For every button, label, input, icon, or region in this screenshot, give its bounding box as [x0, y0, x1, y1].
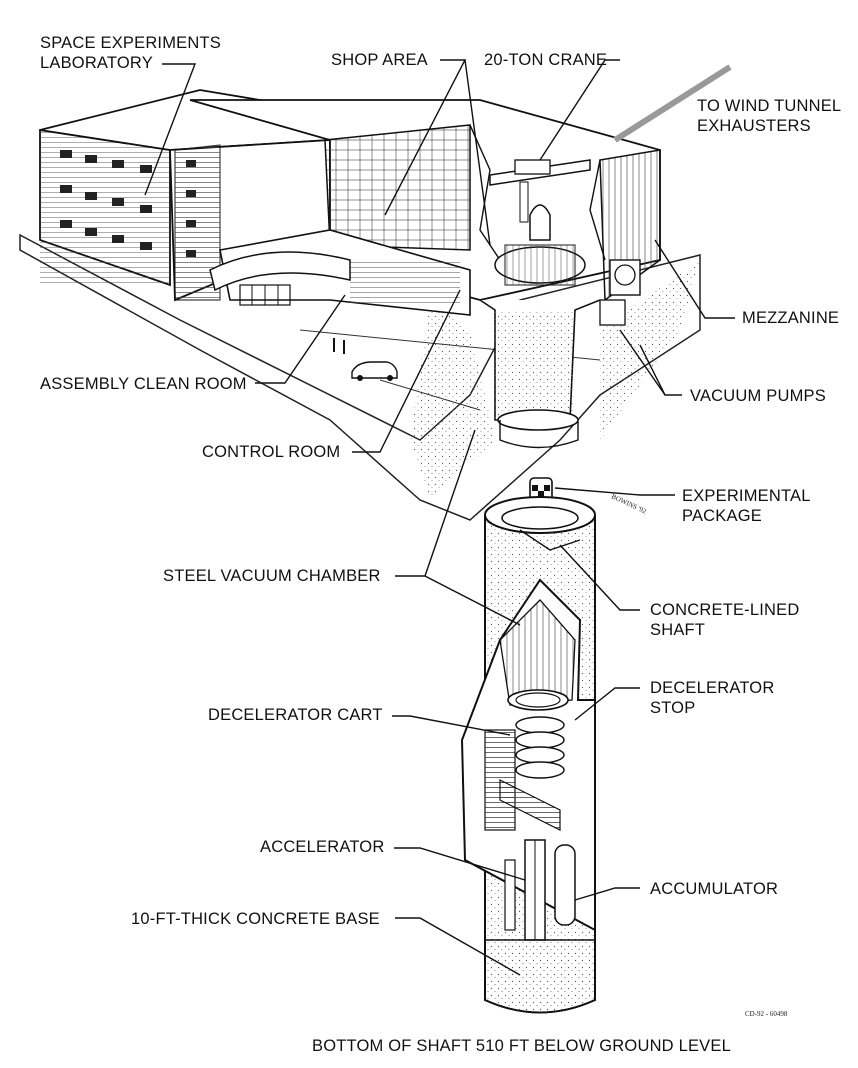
- accelerator-assembly: [504, 839, 546, 941]
- label-experimental: EXPERIMENTAL: [682, 487, 811, 505]
- label-decelerator-cart: DECELERATOR CART: [208, 706, 383, 724]
- drawing-number: CD-92 - 60498: [745, 1010, 788, 1018]
- label-control-room: CONTROL ROOM: [202, 443, 341, 461]
- label-20-ton-crane: 20-TON CRANE: [484, 51, 608, 69]
- crane-and-test-hall: [489, 64, 732, 326]
- label-accumulator: ACCUMULATOR: [650, 880, 779, 898]
- accumulator-tank: [554, 844, 576, 926]
- label-concrete-base: 10-FT-THICK CONCRETE BASE: [131, 910, 380, 928]
- car-and-people: [333, 338, 398, 381]
- label-stop: STOP: [650, 699, 696, 717]
- label-to-wind-tunnel: TO WIND TUNNEL: [697, 97, 842, 115]
- label-accelerator: ACCELERATOR: [260, 838, 385, 856]
- label-assembly-clean-room: ASSEMBLY CLEAN ROOM: [40, 375, 247, 393]
- label-exhausters: EXHAUSTERS: [697, 117, 811, 135]
- label-package: PACKAGE: [682, 507, 762, 525]
- decelerator-cart: [484, 716, 565, 831]
- leader-lines: [144, 59, 735, 976]
- concrete-base: [484, 939, 596, 1014]
- label-space-experiments: SPACE EXPERIMENTS: [40, 34, 221, 52]
- label-decelerator: DECELERATOR: [650, 679, 775, 697]
- label-shop-area: SHOP AREA: [331, 51, 428, 69]
- label-concrete-lined: CONCRETE-LINED: [650, 601, 800, 619]
- label-bottom-of-shaft: BOTTOM OF SHAFT 510 FT BELOW GROUND LEVE…: [312, 1037, 731, 1055]
- label-shaft: SHAFT: [650, 621, 706, 639]
- label-vacuum-pumps: VACUUM PUMPS: [690, 387, 826, 405]
- label-mezzanine: MEZZANINE: [742, 309, 840, 327]
- label-laboratory: LABORATORY: [40, 54, 153, 72]
- upper-shaft: [479, 299, 601, 449]
- vacuum-pump-units: [599, 259, 641, 326]
- clean-room-wing: [209, 229, 471, 316]
- label-steel-vacuum-chamber: STEEL VACUUM CHAMBER: [163, 567, 381, 585]
